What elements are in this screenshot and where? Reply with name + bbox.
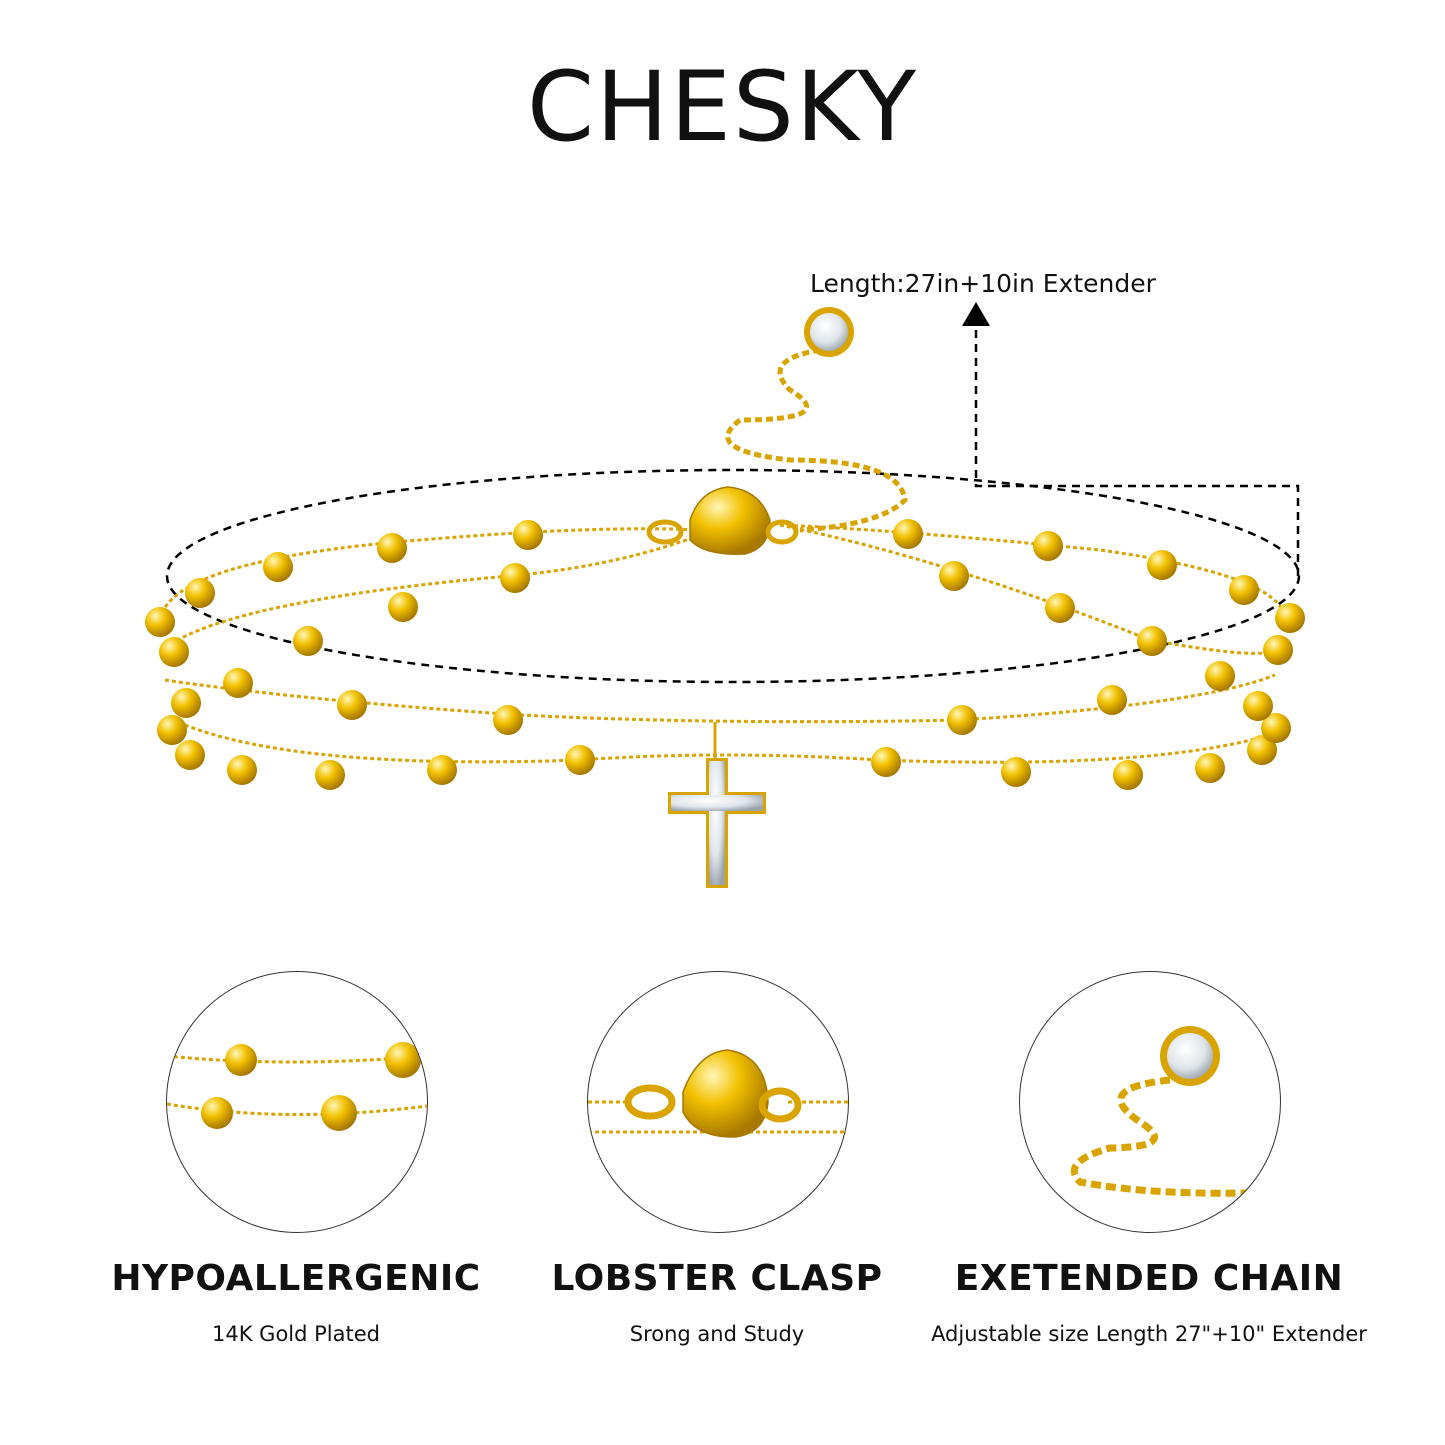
closeup-lobster-clasp: [587, 971, 849, 1233]
cross-pendant: [668, 722, 766, 888]
extender-chain: [725, 347, 908, 533]
closeup-extender-chain: [1019, 971, 1281, 1233]
closeup-beaded-chain: [166, 971, 428, 1233]
feature-hypoallergenic: HYPOALLERGENIC 14K Gold Plated: [96, 1257, 496, 1348]
brand-title: CHESKY: [527, 51, 918, 163]
chain-strand-3: [164, 533, 701, 650]
length-callout: Length:27in+10in Extender: [810, 269, 1156, 298]
feature-subtitle: Srong and Study: [629, 1322, 805, 1346]
callout-arrow-line: [974, 318, 1300, 576]
feature-extended-chain: EXETENDED CHAIN Adjustable size Length 2…: [914, 1257, 1384, 1348]
extender-chain-icon: [1070, 1026, 1280, 1197]
lobster-clasp: [646, 486, 799, 555]
feature-title: EXETENDED CHAIN: [954, 1258, 1344, 1299]
beaded-chain-icon: [167, 1042, 427, 1131]
chain-strand-5: [164, 673, 1276, 724]
feature-lobster-clasp: LOBSTER CLASP Srong and Study: [517, 1257, 917, 1348]
chain-strand-1: [158, 527, 701, 621]
feature-title: HYPOALLERGENIC: [111, 1258, 481, 1299]
extender-stone: [804, 307, 854, 357]
chain-strand-4: [779, 523, 1276, 655]
arrow-head-icon: [962, 302, 990, 326]
feature-title: LOBSTER CLASP: [551, 1258, 883, 1299]
chain-strand-6: [184, 723, 1271, 764]
lobster-clasp-icon: [588, 1049, 848, 1138]
feature-subtitle: Adjustable size Length 27"+10" Extender: [931, 1322, 1367, 1346]
chain-strand-2: [779, 523, 1287, 619]
feature-subtitle: 14K Gold Plated: [212, 1322, 380, 1346]
gold-beads: [145, 519, 1305, 790]
